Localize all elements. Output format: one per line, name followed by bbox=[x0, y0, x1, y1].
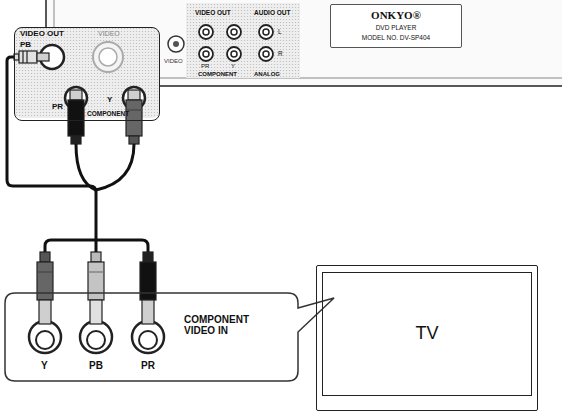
node-text: DVD PLAYER bbox=[331, 24, 461, 31]
model-plate: ONKYO® DVD PLAYER MODEL NO. DV-SP404 bbox=[330, 4, 462, 48]
jack-label: VIDEO OUT bbox=[195, 9, 231, 16]
jack-label: VIDEO bbox=[98, 30, 120, 38]
zoom-jack-panel: VIDEO OUT COMPONENT bbox=[14, 27, 160, 121]
jack-label: Y bbox=[107, 96, 112, 105]
jack-label: ANALOG bbox=[254, 71, 280, 78]
tv-input-jacks bbox=[29, 321, 164, 353]
pb-plug bbox=[14, 51, 49, 63]
tv-plugs bbox=[37, 252, 156, 324]
jack-label: AUDIO OUT bbox=[254, 9, 290, 16]
node-text: VIDEO OUT bbox=[20, 30, 64, 39]
tv-set: TV bbox=[316, 265, 538, 411]
pr-plug bbox=[68, 90, 84, 144]
jack-label: PB bbox=[89, 360, 103, 371]
node-text: TV bbox=[317, 324, 537, 344]
callout-shape bbox=[5, 293, 334, 381]
node-text: COMPONENT bbox=[87, 110, 129, 117]
jack-label: Y bbox=[41, 360, 48, 371]
zoom-jacks bbox=[40, 42, 145, 109]
cable-bundle bbox=[45, 144, 148, 252]
callout-outline bbox=[4, 292, 338, 382]
jack-label: L bbox=[278, 28, 282, 35]
jack-label: PR bbox=[141, 360, 155, 371]
node-text: MODEL NO. DV-SP404 bbox=[331, 34, 461, 41]
jack-label: R bbox=[278, 50, 283, 57]
jack-label: Y bbox=[231, 63, 235, 70]
jack-label: COMPONENT bbox=[198, 71, 237, 78]
jack-label: VIDEO bbox=[164, 58, 183, 65]
jack-label: PR bbox=[52, 103, 63, 112]
node-text: ONKYO® bbox=[331, 9, 461, 21]
jack-label: PB bbox=[20, 41, 31, 50]
input-callout: COMPONENT VIDEO IN bbox=[4, 292, 338, 382]
node-text: COMPONENT VIDEO IN bbox=[184, 314, 262, 336]
jack-label: PR bbox=[201, 63, 209, 70]
